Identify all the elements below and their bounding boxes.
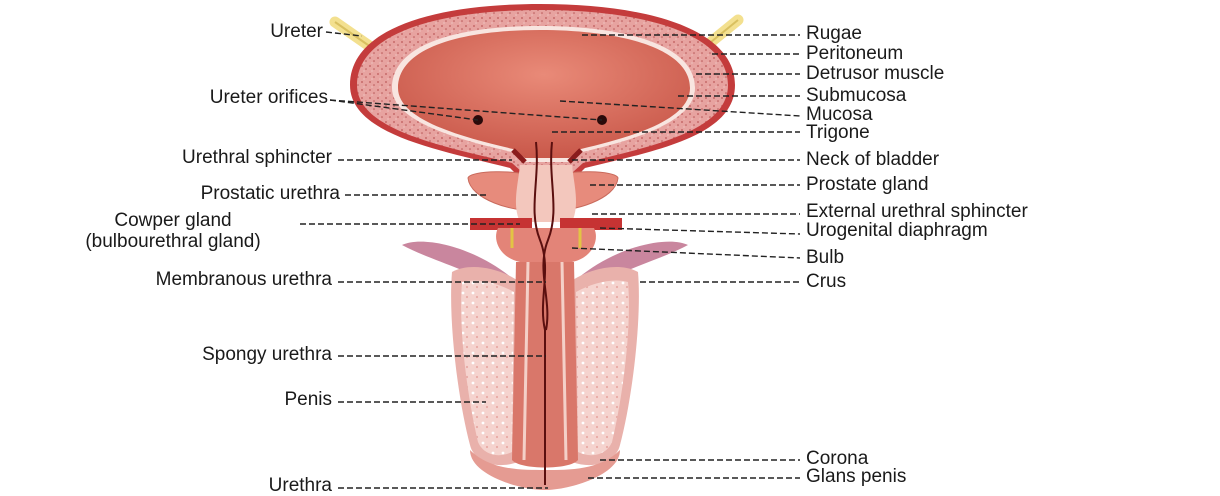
label-urethra: Urethra [269, 476, 332, 496]
label-bulb: Bulb [806, 248, 844, 268]
label-trigone: Trigone [806, 123, 870, 143]
label-membranous-urethra: Membranous urethra [156, 270, 332, 290]
label-ureter: Ureter [270, 22, 323, 42]
bladder [350, 4, 735, 178]
label-crus: Crus [806, 272, 846, 292]
label-ureter-orifices: Ureter orifices [210, 88, 328, 108]
label-neck-of-bladder: Neck of bladder [806, 150, 939, 170]
label-cowper-gland-line2: (bulbourethral gland) [8, 231, 338, 252]
label-submucosa: Submucosa [806, 86, 906, 106]
label-detrusor-muscle: Detrusor muscle [806, 64, 944, 84]
label-urogenital-diaphragm: Urogenital diaphragm [806, 221, 988, 241]
label-rugae: Rugae [806, 24, 862, 44]
label-glans-penis: Glans penis [806, 467, 906, 487]
label-peritoneum: Peritoneum [806, 44, 903, 64]
label-penis: Penis [284, 390, 332, 410]
label-external-urethral-sphincter: External urethral sphincter [806, 202, 1028, 222]
label-prostatic-urethra: Prostatic urethra [201, 184, 340, 204]
label-urethral-sphincter: Urethral sphincter [182, 148, 332, 168]
label-spongy-urethra: Spongy urethra [202, 345, 332, 365]
label-cowper-gland-line1: Cowper gland [8, 210, 338, 231]
label-prostate-gland: Prostate gland [806, 175, 929, 195]
label-cowper-gland: Cowper gland (bulbourethral gland) [8, 210, 338, 252]
